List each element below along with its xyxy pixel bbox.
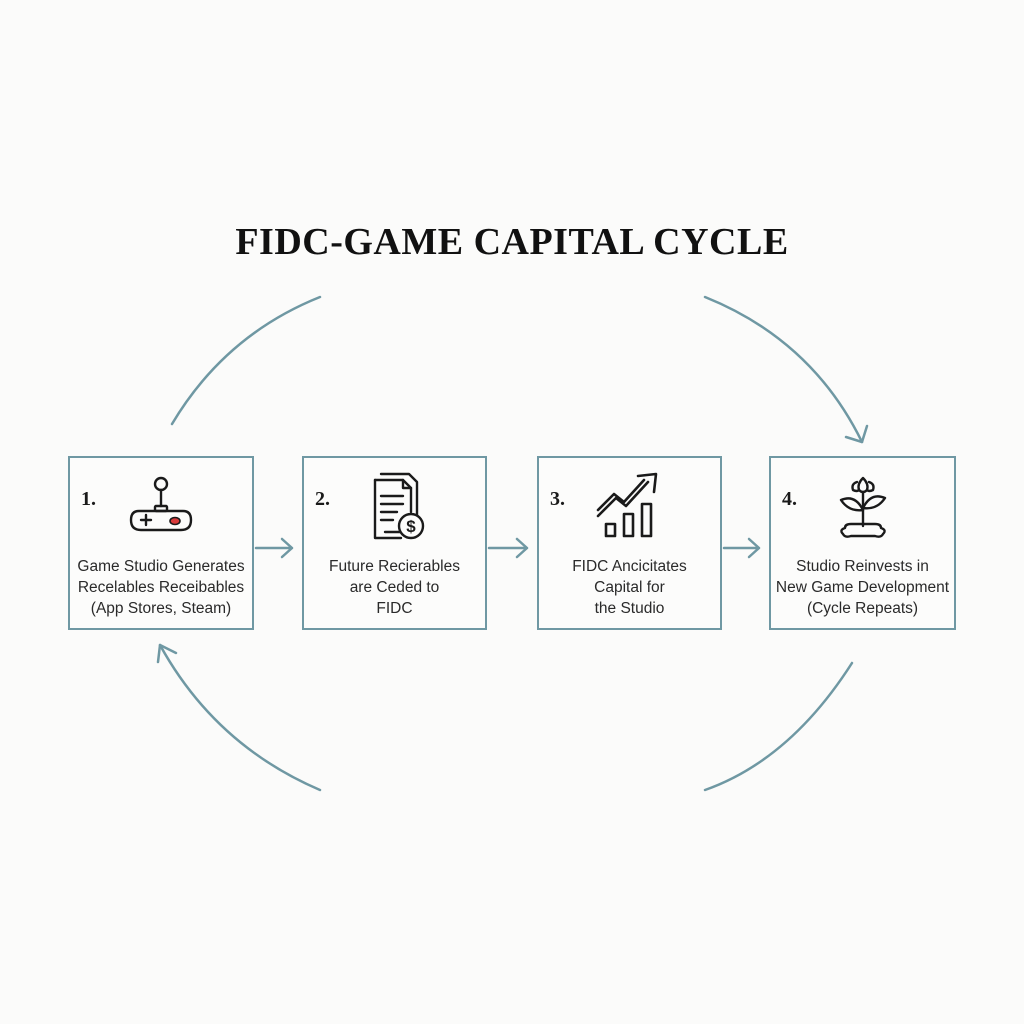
- document-dollar-icon: $: [373, 472, 424, 540]
- game-controller-icon: [129, 476, 193, 532]
- step-text-line: Game Studio Generates: [77, 558, 245, 575]
- step-text-line: Capital for: [594, 579, 665, 596]
- step-3-description: FIDC Ancicitates Capital for the Studio: [537, 556, 722, 619]
- step-number: 2.: [315, 488, 330, 510]
- cycle-arc-top-left: [170, 295, 322, 426]
- connector-arrow-2-3: [487, 537, 529, 559]
- step-text-line: (App Stores, Steam): [90, 600, 232, 617]
- step-number: 3.: [550, 488, 565, 510]
- cycle-arc-bottom-right: [703, 661, 854, 792]
- cycle-arrowhead-bottom-left: [156, 643, 178, 664]
- step-text-line: are Ceded to: [349, 579, 440, 596]
- step-text-line: FIDC: [376, 600, 413, 617]
- step-4-box: 4. Studio Reinvests in New Game Developm…: [769, 456, 956, 630]
- step-number: 1.: [81, 488, 96, 510]
- step-1-box: 1. Game Studio Generates Recelables Rece…: [68, 456, 254, 630]
- step-3-box: 3. FIDC Ancicitates Capital for the Stud…: [537, 456, 722, 630]
- step-2-description: Future Recierables are Ceded to FIDC: [302, 556, 487, 619]
- cycle-arc-bottom-left: [158, 643, 322, 792]
- step-4-description: Studio Reinvests in New Game Development…: [769, 556, 956, 619]
- diagram-title: FIDC-GAME CAPITAL CYCLE: [235, 221, 789, 263]
- connector-arrow-1-2: [254, 537, 294, 559]
- step-text-line: Recelables Receibables: [77, 579, 245, 596]
- growth-chart-icon: [596, 472, 657, 538]
- growing-plant-icon: [839, 476, 886, 538]
- step-text-line: New Game Development: [775, 579, 950, 596]
- step-text-line: (Cycle Repeats): [806, 600, 919, 617]
- step-text-line: FIDC Ancicitates: [572, 558, 687, 575]
- step-1-description: Game Studio Generates Recelables Receiba…: [68, 556, 254, 619]
- connector-arrow-3-4: [722, 537, 761, 559]
- cycle-arc-top-right: [703, 295, 864, 444]
- step-text-line: the Studio: [594, 600, 665, 617]
- step-number: 4.: [782, 488, 797, 510]
- cycle-arrowhead-top-right: [844, 424, 869, 444]
- step-2-box: 2. $ Future Recierables are Ceded to FID…: [302, 456, 487, 630]
- step-text-line: Studio Reinvests in: [796, 558, 929, 575]
- svg-text:$: $: [406, 517, 416, 536]
- step-text-line: Future Recierables: [329, 558, 460, 575]
